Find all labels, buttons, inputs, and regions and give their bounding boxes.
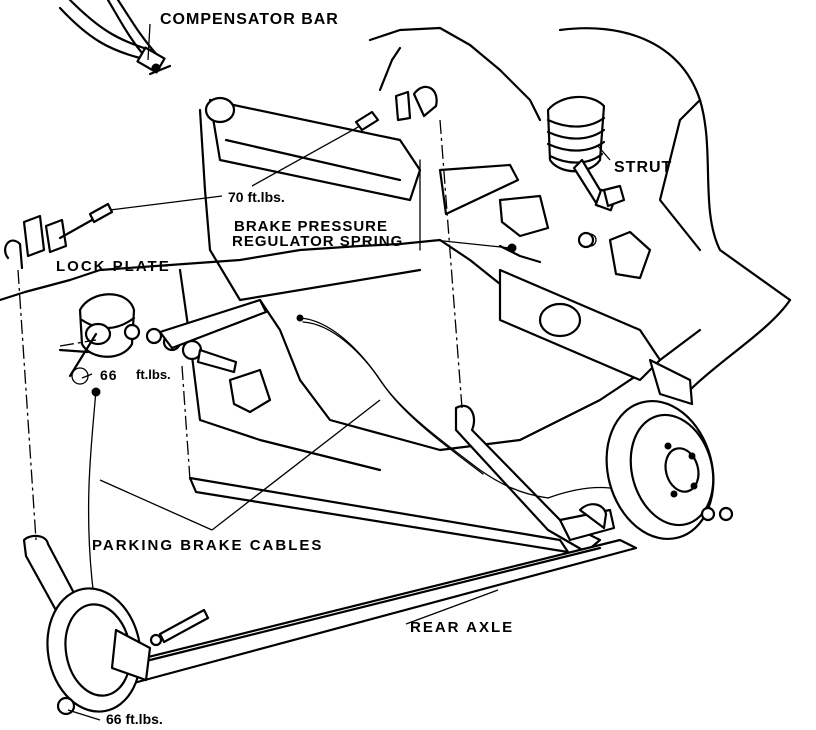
- torque-66-upper-value: 66: [100, 367, 118, 383]
- shock-absorber: [498, 268, 694, 406]
- compensator-bar-label: COMPENSATOR BAR: [160, 11, 339, 28]
- mount-bolts: [577, 184, 626, 249]
- torque-66-upper-unit: ft.lbs.: [136, 367, 171, 382]
- torque-66-lower-label: 66 ft.lbs.: [106, 711, 163, 727]
- parking-brake-cables-label: PARKING BRAKE CABLES: [92, 537, 324, 554]
- lock-plate-drawing: [4, 85, 438, 270]
- strut-label: STRUT: [614, 159, 673, 176]
- upper-link-bar: [158, 298, 268, 350]
- compensator-bar-drawing: [58, 0, 172, 76]
- left-brake-drum: [46, 587, 210, 716]
- brake-pressure-regulator: [438, 163, 597, 264]
- brake-pressure-label-line2: REGULATOR SPRING: [232, 233, 404, 250]
- right-brake-drum: [605, 399, 734, 541]
- lock-plate-label: LOCK PLATE: [56, 258, 171, 275]
- upper-crossmember: [204, 96, 422, 202]
- torque-70-label: 70 ft.lbs.: [228, 189, 285, 205]
- label-leader-lines: [67, 23, 611, 721]
- strut-assembly: [546, 95, 618, 212]
- assembly-guide-lines: [17, 119, 463, 541]
- brake-pressure-label-line1: BRAKE PRESSURE: [234, 218, 389, 235]
- rear-axle-label: REAR AXLE: [410, 619, 515, 636]
